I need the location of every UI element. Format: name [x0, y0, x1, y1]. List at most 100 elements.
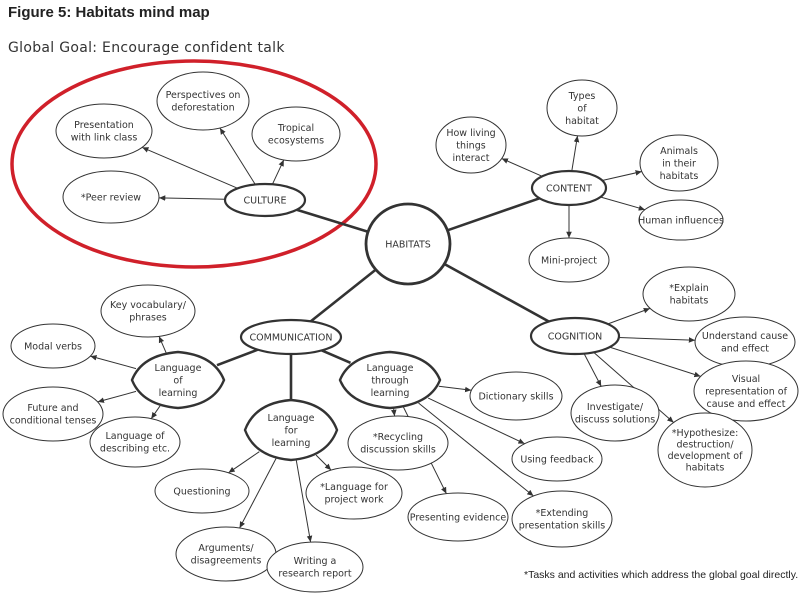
node-label: and effect [721, 344, 769, 355]
node-label: Mini-project [541, 255, 597, 266]
edge-lang_of_learning-modal_verbs [90, 355, 137, 370]
node-shape [529, 316, 621, 356]
node-culture: CULTURE [223, 182, 307, 218]
node-label: in their [662, 158, 696, 169]
node-label: Language [268, 413, 315, 424]
node-label: *Recycling [373, 432, 423, 443]
node-human-influences: Human influences [638, 199, 724, 241]
edge-content-living_things [501, 158, 543, 177]
edge-habitats-culture [296, 208, 369, 233]
node-label: COGNITION [548, 331, 603, 342]
node-label: learning [159, 388, 198, 399]
node-questioning: Questioning [154, 468, 250, 514]
edge-communication-lang_through_learning [321, 349, 352, 364]
node-label: Language [155, 363, 202, 374]
node-shape [100, 284, 196, 338]
edge-communication-lang_of_learning [216, 348, 259, 367]
node-label: for [284, 425, 297, 436]
node-label: Types [568, 91, 596, 102]
node-shape [347, 415, 449, 471]
diamond-shape [338, 350, 442, 410]
node-label: ecosystems [268, 136, 324, 147]
node-shape [693, 360, 799, 422]
edge-lang_for_learning-writing_report [295, 459, 313, 543]
node-label: *Hypothesize: [672, 428, 739, 439]
node-label: *Peer review [81, 192, 141, 203]
node-shape [251, 106, 341, 162]
edge-lang_of_learning-key_vocab [158, 336, 167, 354]
edge-culture-presentation [142, 146, 238, 189]
node-label: Understand cause [702, 331, 788, 342]
diamond-shape [130, 350, 226, 410]
node-label: through [371, 375, 408, 386]
edge-lang_through_learning-using_feedback [427, 397, 525, 445]
edge-content-animals [602, 170, 642, 181]
edge-lang_for_learning-questioning [228, 451, 260, 474]
node-label: learning [371, 388, 410, 399]
edge-cognition-investigate [583, 353, 602, 387]
node-label: Modal verbs [24, 341, 82, 352]
node-label: development of [668, 451, 744, 462]
node-shape [154, 468, 250, 514]
node-shape [239, 318, 343, 356]
node-label: HABITATS [385, 239, 431, 250]
node-shape [62, 170, 160, 224]
edge-habitats-communication [309, 268, 377, 323]
node-hypothesize: *Hypothesize:destruction/development ofh… [657, 412, 753, 488]
node-shape [511, 436, 603, 482]
edge-lang_of_learning-lang_describing [150, 405, 161, 419]
node-label: disagreements [191, 556, 262, 567]
node-label: Questioning [173, 486, 230, 497]
node-label: cause and effect [707, 399, 786, 410]
node-label: How living [446, 128, 495, 139]
node-shape [530, 169, 608, 207]
node-presentation: Presentation with link class [55, 103, 153, 159]
node-label: research report [278, 569, 351, 580]
edge-content-types_habitat [571, 135, 580, 172]
node-label: Presentation [74, 120, 134, 131]
edge-habitats-content [447, 197, 540, 232]
node-label: habitats [686, 463, 725, 474]
node-explain-habitats: *Explain habitats [642, 266, 736, 322]
node-investigate: Investigate/discuss solutions [570, 384, 660, 442]
node-label: habitats [670, 296, 709, 307]
node-shape [639, 134, 719, 192]
node-cause-effect: Understand cause and effect [694, 316, 796, 368]
node-label: with link class [71, 133, 138, 144]
node-shape [156, 71, 250, 131]
node-label: *Explain [669, 283, 709, 294]
node-label: Presenting evidence [410, 512, 507, 523]
edge-cognition-visual_rep [609, 346, 701, 378]
node-shape [528, 237, 610, 283]
node-shape [266, 541, 364, 593]
node-shape [511, 490, 613, 548]
node-label: Arguments/ [198, 543, 254, 554]
edge-cognition-cause_effect [618, 337, 696, 343]
node-label: Future and [27, 403, 78, 414]
node-shape [638, 199, 724, 241]
node-label: discuss solutions [575, 415, 655, 426]
node-label: Writing a [294, 556, 337, 567]
edge-culture-peer_review [158, 195, 226, 201]
node-label: Animals [660, 146, 698, 157]
node-shape [657, 412, 753, 488]
node-label: project work [325, 495, 384, 506]
node-shape [10, 323, 96, 369]
node-label: Using feedback [520, 454, 594, 465]
node-label: Language of [105, 431, 165, 442]
node-shape [55, 103, 153, 159]
global-goal: Global Goal: Encourage confident talk [8, 40, 285, 56]
diamond-shape [243, 398, 339, 462]
node-dictionary: Dictionary skills [469, 371, 563, 421]
node-using-feedback: Using feedback [511, 436, 603, 482]
node-label: destruction/ [676, 440, 734, 451]
highlight-ring [10, 59, 378, 269]
node-label: presentation skills [519, 521, 606, 532]
